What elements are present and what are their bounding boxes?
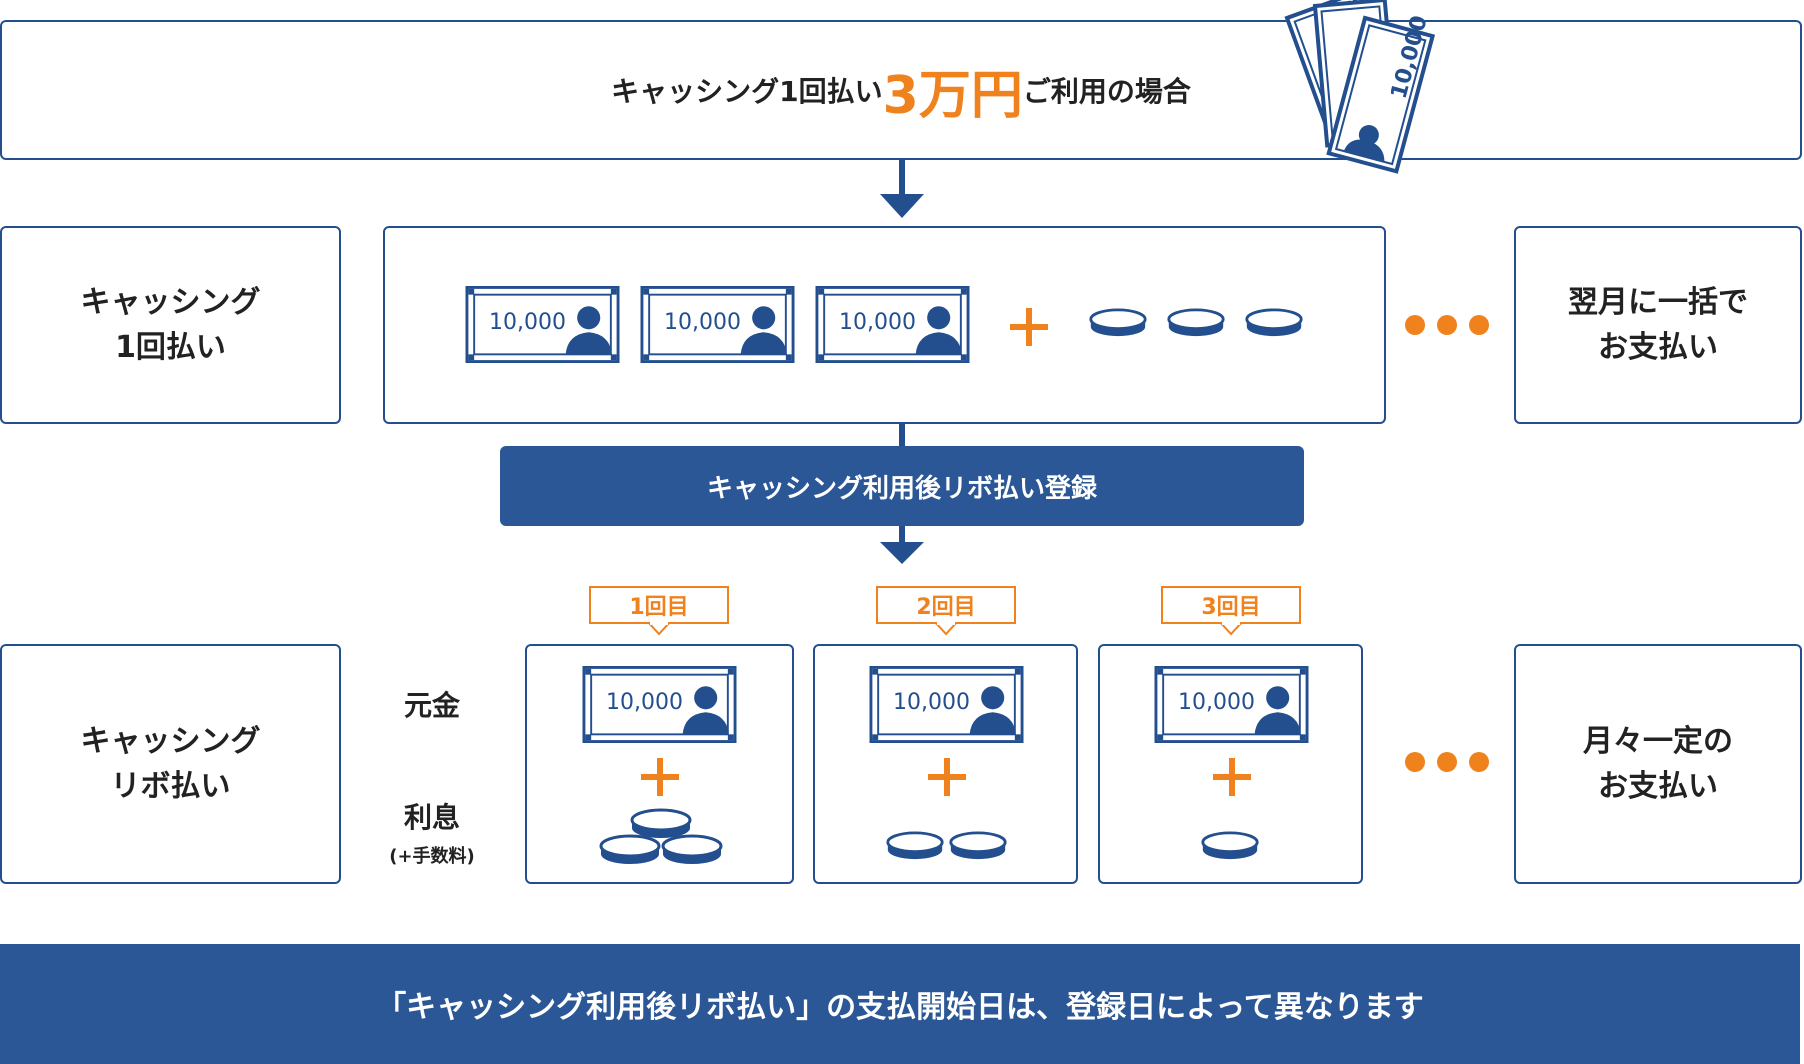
- plus-icon: [1213, 758, 1251, 796]
- banknote-value: 10,000: [606, 690, 683, 715]
- connector-line: [899, 424, 905, 446]
- title-suffix: ご利用の場合: [1022, 75, 1191, 108]
- installment-label-2: 2回目: [876, 586, 1016, 624]
- plus-icon: [1010, 308, 1048, 346]
- callout-pointer: [1220, 622, 1242, 636]
- coin-icon: [1166, 307, 1226, 339]
- lump-sum-result: 翌月に一括で お支払い: [1514, 226, 1802, 424]
- lump-sum-label: キャッシング 1回払い: [0, 226, 341, 424]
- registration-bar: キャッシング利用後リボ払い登録: [500, 446, 1304, 526]
- banknote: 10,000: [465, 286, 620, 363]
- interest-label: 利息: [403, 801, 460, 834]
- footer-note: 「キャッシング利用後リボ払い」の支払開始日は、登録日によって異なります: [0, 944, 1800, 1064]
- coin-icon: [948, 830, 1008, 862]
- installment-label-3: 3回目: [1161, 586, 1301, 624]
- banknote: 10,000: [1154, 666, 1309, 743]
- ellipsis-dots: [1405, 315, 1501, 339]
- banknote: 10,000: [869, 666, 1024, 743]
- principal-label: 元金: [403, 689, 460, 722]
- banknote-value: 10,000: [489, 310, 566, 335]
- coin-icon: [1200, 830, 1260, 862]
- coin-icon: [1088, 307, 1148, 339]
- revolving-result: 月々一定の お支払い: [1514, 644, 1802, 884]
- plus-icon: [641, 758, 679, 796]
- banknote-value: 10,000: [664, 310, 741, 335]
- banknote-value: 10,000: [893, 690, 970, 715]
- callout-pointer: [935, 622, 957, 636]
- banknotes-illustration: 10,000: [1284, 0, 1436, 174]
- title-prefix: キャッシング1回払い: [611, 75, 883, 108]
- coin-icon: [1244, 307, 1304, 339]
- title-amount: 3万円: [882, 65, 1023, 126]
- banknote: 10,000: [815, 286, 970, 363]
- coin-stack-icon: [599, 808, 723, 866]
- page-title: キャッシング1回払い 3万円 ご利用の場合: [0, 20, 1802, 160]
- banknote-value: 10,000: [1178, 690, 1255, 715]
- callout-pointer: [648, 622, 670, 636]
- banknote: 10,000: [582, 666, 737, 743]
- coin-icon: [885, 830, 945, 862]
- banknote-value: 10,000: [839, 310, 916, 335]
- revolving-label: キャッシング リボ払い: [0, 644, 341, 884]
- installment-label-1: 1回目: [589, 586, 729, 624]
- interest-sub-label: (+手数料): [389, 846, 475, 867]
- title-box: [0, 20, 1802, 160]
- plus-icon: [928, 758, 966, 796]
- down-arrow: [880, 526, 924, 564]
- banknote: 10,000: [640, 286, 795, 363]
- down-arrow: [880, 160, 924, 218]
- ellipsis-dots: [1405, 752, 1501, 776]
